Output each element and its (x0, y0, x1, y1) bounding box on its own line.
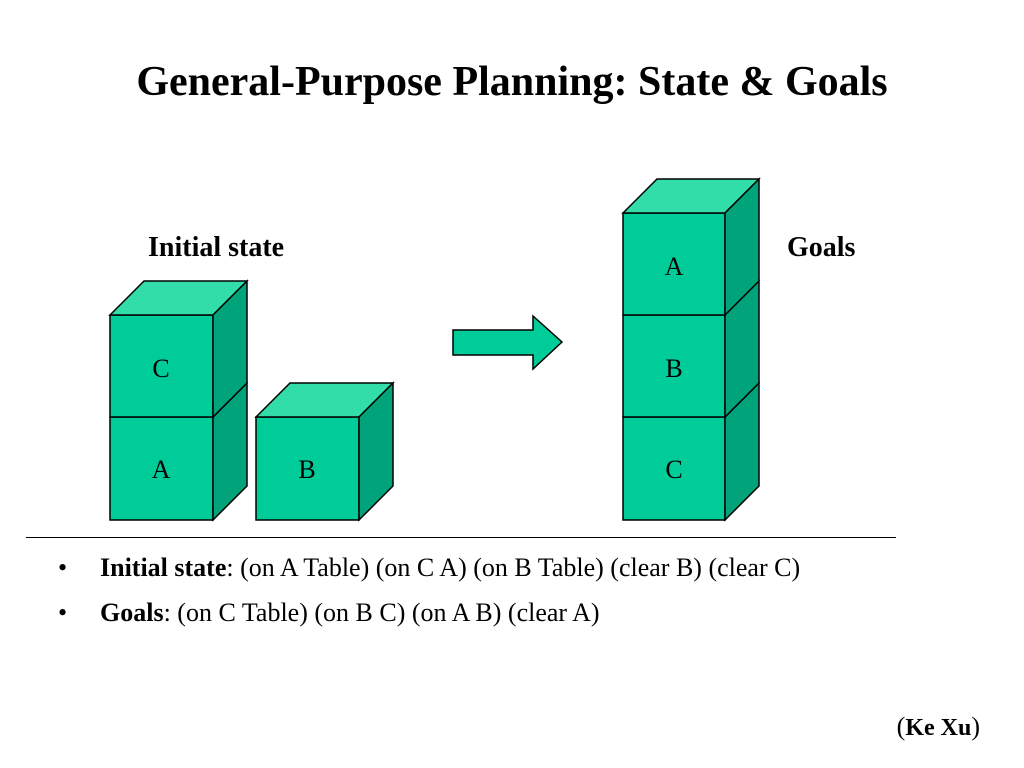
block-front (255, 416, 360, 521)
credit-close-paren: ) (971, 712, 980, 741)
block-label: A (152, 455, 171, 484)
block-c-goal: C (622, 381, 760, 522)
block-side (358, 381, 394, 522)
block-label: C (665, 455, 682, 484)
author-credit: (Ke Xu) (897, 712, 980, 742)
block-a-goal: A (621, 177, 761, 317)
block-front (622, 416, 726, 521)
bullet-list: • Initial state: (on A Table) (on C A) (… (58, 550, 908, 640)
block-c-initial: C (108, 279, 249, 419)
goals-label: Goals (787, 232, 856, 263)
bullet-goals: • Goals: (on C Table) (on B C) (on A B) … (58, 595, 908, 630)
block-side (212, 279, 248, 419)
block-side (724, 177, 760, 317)
block-front (109, 314, 214, 418)
block-b-goal: B (622, 279, 760, 419)
bullet-text: : (on A Table) (on C A) (on B Table) (cl… (226, 553, 801, 582)
block-front (622, 314, 726, 418)
bullet-term: Goals (100, 598, 164, 627)
bullet-dot-icon: • (58, 598, 68, 627)
transition-arrow (452, 314, 564, 371)
block-label: B (298, 455, 315, 484)
slide-title: General-Purpose Planning: State & Goals (136, 59, 888, 105)
bullet-initial-state: • Initial state: (on A Table) (on C A) (… (58, 550, 908, 585)
divider-line (26, 537, 896, 538)
bullet-text: : (on C Table) (on B C) (on A B) (clear … (163, 598, 600, 627)
block-a-initial: A (109, 381, 248, 522)
bullet-term: Initial state (100, 553, 227, 582)
block-label: B (665, 354, 682, 383)
bullet-dot-icon: • (58, 553, 68, 582)
block-front (622, 212, 726, 316)
block-label: C (152, 354, 169, 383)
block-front (109, 416, 214, 521)
credit-open-paren: ( (896, 712, 906, 741)
initial-state-label: Initial state (148, 232, 285, 263)
block-b-initial: B (254, 381, 395, 522)
credit-name: Ke Xu (905, 715, 972, 741)
block-label: A (665, 252, 684, 281)
